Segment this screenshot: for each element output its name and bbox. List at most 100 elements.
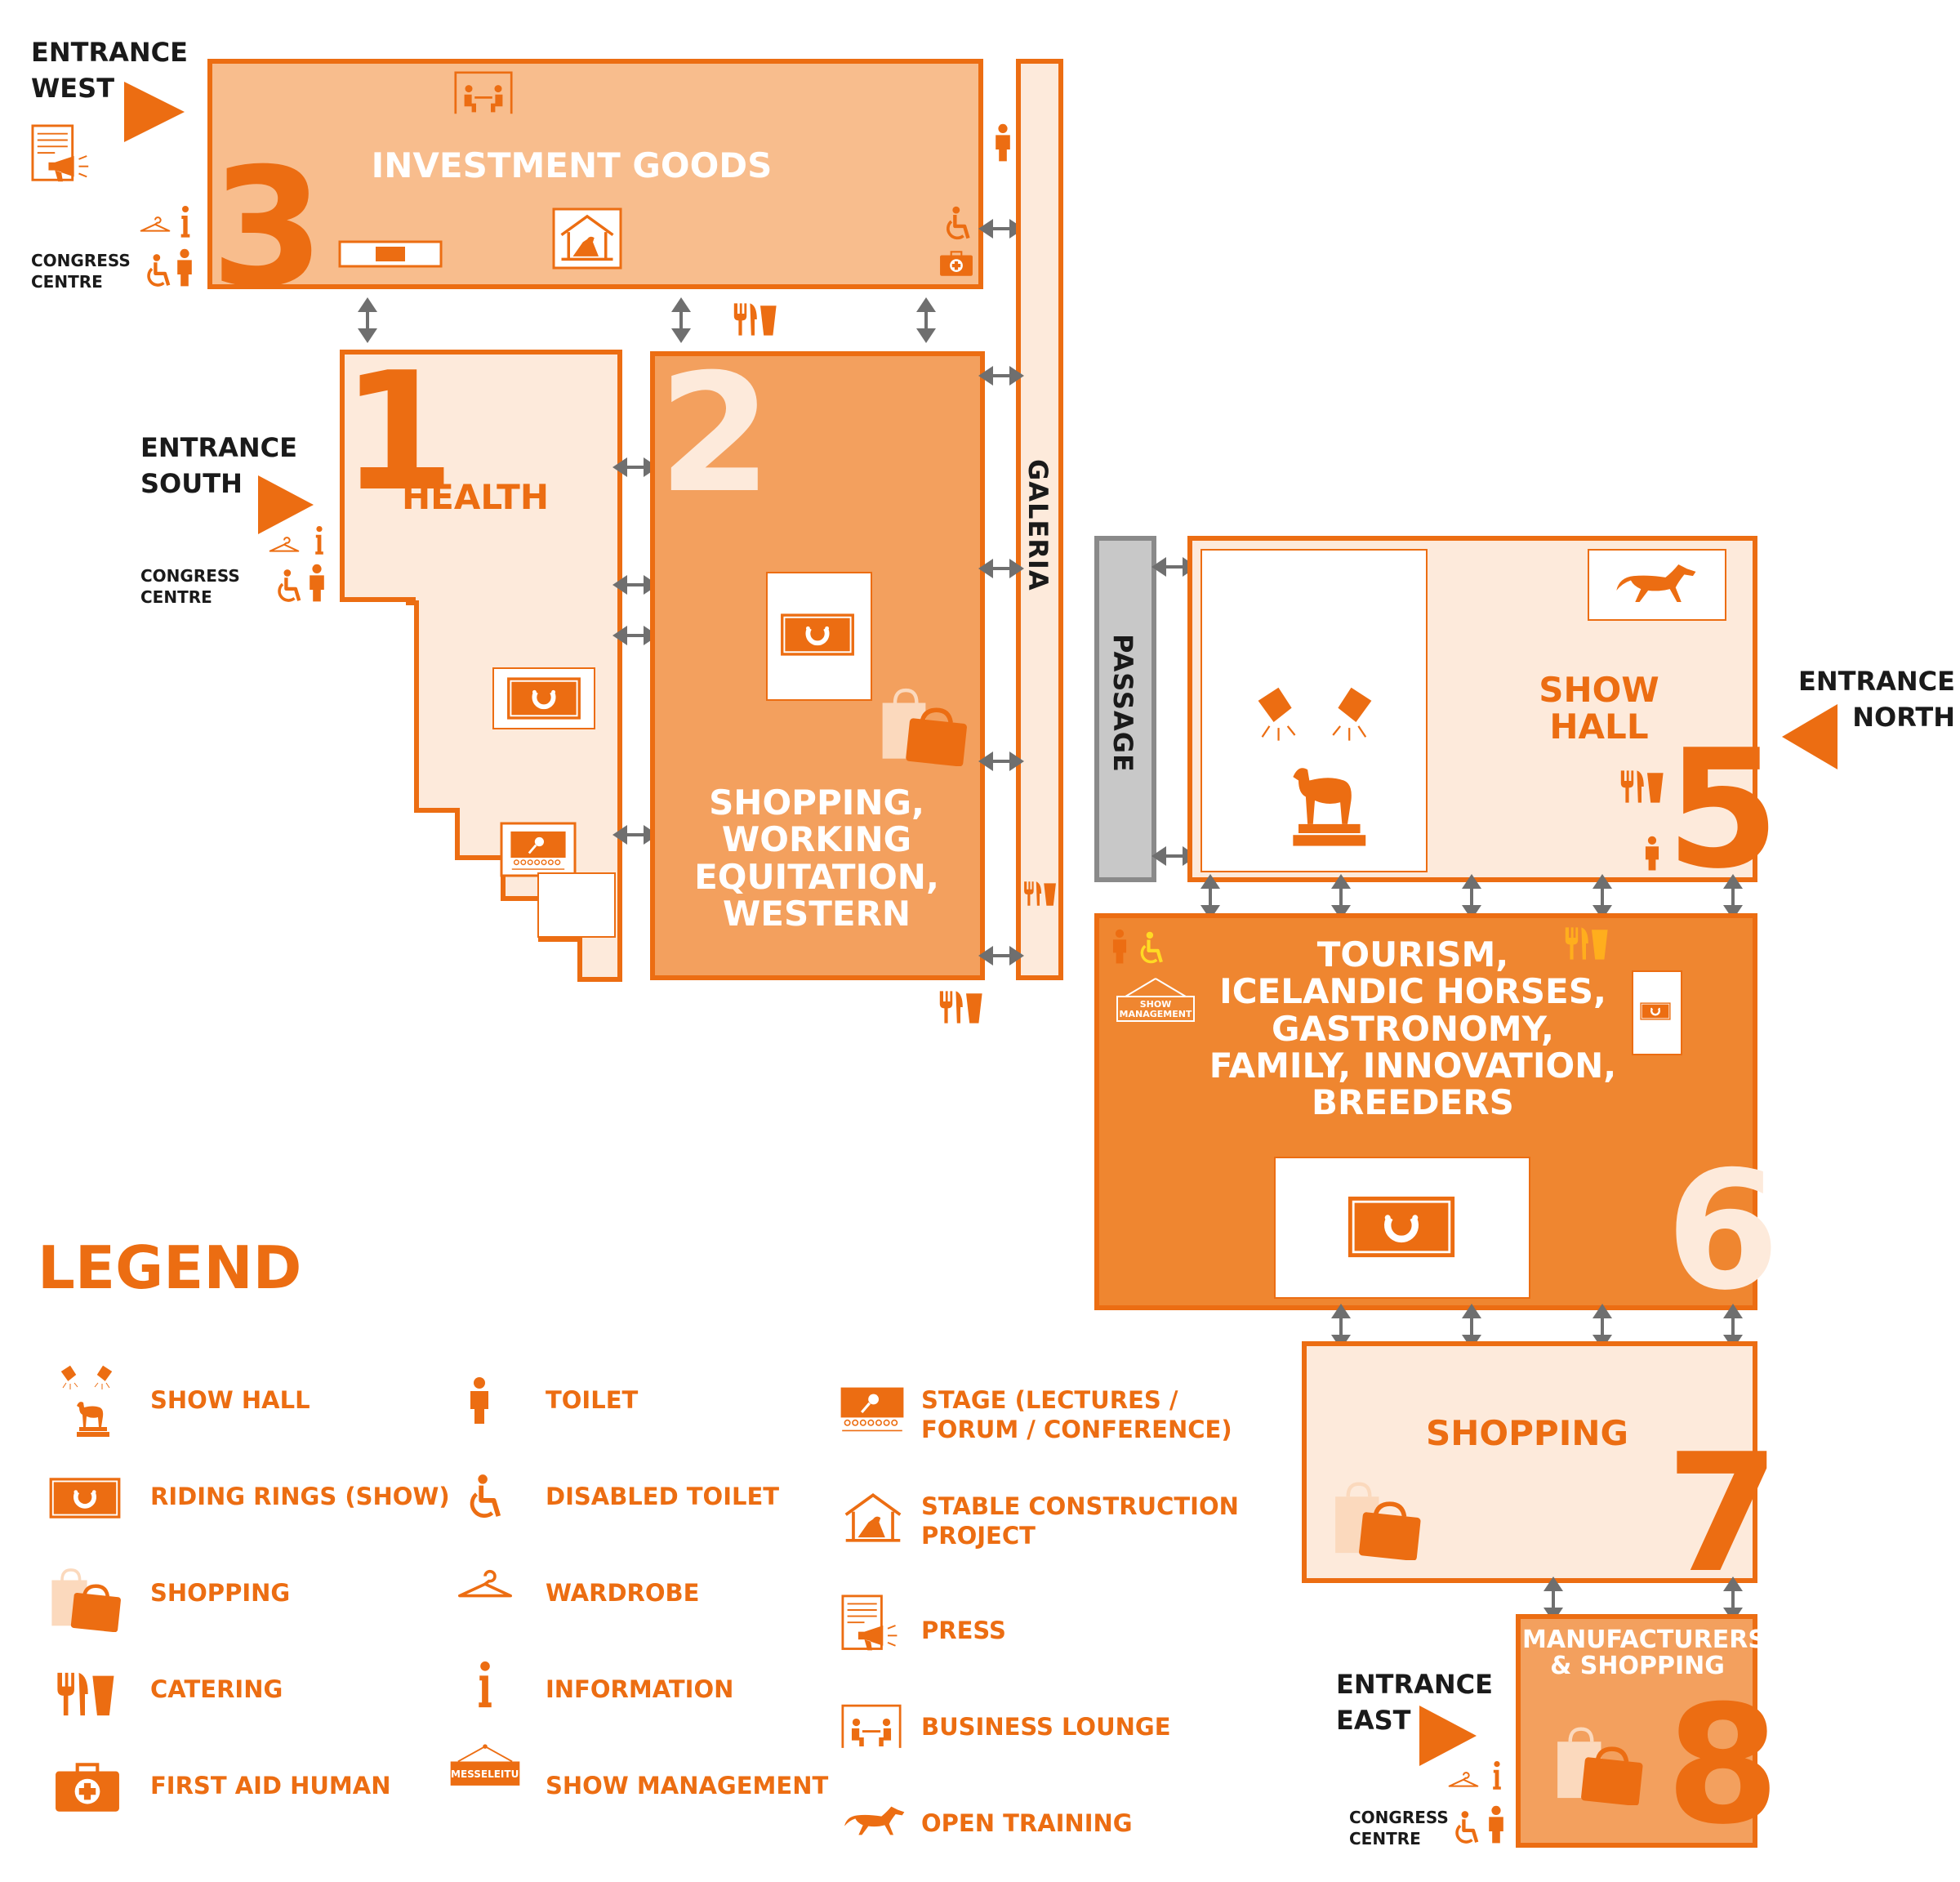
hall-3-number: 3: [211, 133, 325, 323]
hall-5-title: SHOW HALL: [1539, 670, 1659, 747]
first-aid-icon: [54, 1763, 121, 1813]
business-lounge-icon: [454, 71, 513, 115]
wardrobe-icon: [140, 216, 171, 232]
passage-label: PASSAGE: [1107, 634, 1138, 773]
toilet-icon: [470, 1377, 488, 1424]
riding-ring-icon: [1638, 1001, 1673, 1021]
information-icon: [315, 526, 323, 555]
passage[interactable]: [1094, 536, 1156, 882]
connector-2-galeria-c: [978, 751, 1024, 771]
disabled-toilet-icon: [466, 1474, 505, 1521]
legend-press: PRESS: [921, 1617, 1006, 1644]
legend-show-hall: SHOW HALL: [150, 1386, 310, 1414]
legend-stable: STABLE CONSTRUCTION PROJECT: [921, 1492, 1239, 1550]
toilet-icon: [1645, 836, 1659, 871]
press-icon: [31, 124, 90, 183]
catering-icon: [939, 991, 982, 1024]
show-management-sign: SHOW MANAGEMENT: [1119, 999, 1192, 1019]
catering-icon: [57, 1672, 114, 1716]
congress-centre-west-label: CONGRESS CENTRE: [31, 251, 131, 292]
entrance-west-arrow[interactable]: [124, 82, 185, 142]
legend-stage: STAGE (LECTURES / FORUM / CONFERENCE): [921, 1386, 1232, 1443]
information-icon: [1493, 1761, 1501, 1790]
toilet-icon: [310, 564, 324, 602]
entrance-west-label: ENTRANCE WEST: [31, 37, 188, 104]
shopping-bags-icon: [1550, 1724, 1645, 1805]
information-icon: [479, 1661, 492, 1708]
legend-toilet: TOILET: [546, 1386, 639, 1414]
catering-icon: [1024, 881, 1056, 906]
entrance-north-label: ENTRANCE NORTH: [1798, 666, 1955, 733]
show-hall-icon: [1255, 686, 1374, 847]
hall-6-number: 6: [1666, 1136, 1780, 1327]
shopping-bags-icon: [47, 1565, 121, 1632]
toilet-icon: [1489, 1805, 1503, 1844]
connector-2-galeria-b: [978, 559, 1024, 578]
information-icon: [180, 206, 190, 238]
legend-show-management: SHOW MANAGEMENT: [546, 1772, 829, 1799]
legend-open-training: OPEN TRAINING: [921, 1809, 1133, 1837]
legend-catering: CATERING: [150, 1675, 283, 1703]
connector-3-2b: [916, 297, 936, 343]
legend-business-lounge: BUSINESS LOUNGE: [921, 1713, 1171, 1741]
congress-centre-south-label: CONGRESS CENTRE: [140, 566, 240, 607]
toilet-icon: [177, 248, 192, 287]
wardrobe-icon: [1448, 1772, 1479, 1787]
riding-ring-icon: [1333, 1193, 1470, 1261]
catering-icon: [1565, 927, 1608, 960]
hall-1-label: HEALTH: [402, 477, 549, 517]
toilet-icon: [1112, 929, 1127, 964]
catering-icon: [733, 303, 777, 336]
hall-1-annex: [537, 872, 616, 938]
legend-disabled-toilet: DISABLED TOILET: [546, 1483, 780, 1510]
hall-8-number: 8: [1666, 1670, 1780, 1861]
legend-title: LEGEND: [38, 1233, 302, 1302]
connector-2-galeria-d: [978, 946, 1024, 966]
riding-ring-area: [1274, 1157, 1530, 1299]
first-aid-icon: [939, 251, 973, 277]
hall-2-number: 2: [658, 339, 773, 529]
disabled-toilet-icon: [942, 206, 973, 242]
wardrobe-icon: [269, 537, 300, 552]
disabled-toilet-icon: [1452, 1810, 1481, 1846]
shopping-bags-icon: [1328, 1478, 1423, 1560]
entrance-east-label: ENTRANCE EAST: [1336, 1669, 1493, 1736]
disabled-toilet-icon: [1137, 931, 1166, 966]
hall-8[interactable]: [1516, 1614, 1757, 1848]
galeria[interactable]: [1016, 59, 1063, 980]
hall-5-number: 5: [1666, 715, 1780, 905]
legend-first-aid: FIRST AID HUMAN: [150, 1772, 391, 1799]
entrance-south-arrow[interactable]: [258, 475, 314, 534]
horse-icon: [844, 1806, 905, 1835]
legend-information: INFORMATION: [546, 1675, 734, 1703]
entrance-east-arrow[interactable]: [1419, 1706, 1477, 1766]
hall-6-label: TOURISM, ICELANDIC HORSES, GASTRONOMY, F…: [1209, 934, 1617, 1123]
galeria-label: GALERIA: [1022, 459, 1054, 591]
stage-icon: [840, 1385, 905, 1433]
show-hall-icon: [60, 1364, 114, 1438]
stable-icon: [844, 1493, 902, 1542]
legend-riding-rings: RIDING RINGS (SHOW): [150, 1483, 450, 1510]
entrance-south-label: ENTRANCE SOUTH: [140, 432, 297, 499]
riding-ring-icon: [771, 611, 864, 658]
stage-icon: [338, 240, 443, 268]
connector-3-2a: [671, 297, 691, 343]
hall-2-label: SHOPPING, WORKING EQUITATION, WESTERN: [694, 783, 939, 934]
show-management-icon: [1116, 978, 1195, 1022]
entrance-north-arrow[interactable]: [1782, 704, 1838, 769]
press-icon: [841, 1594, 898, 1652]
disabled-toilet-icon: [144, 253, 173, 289]
riding-ring-icon: [41, 1475, 129, 1521]
catering-icon: [1620, 770, 1664, 803]
hall-3-label: INVESTMENT GOODS: [371, 145, 773, 185]
connector-3-1: [358, 297, 377, 343]
legend-show-management-sign: MESSELEITUNG: [451, 1768, 536, 1780]
shopping-bags-icon: [877, 685, 967, 766]
stable-icon: [552, 207, 622, 270]
business-lounge-icon: [841, 1704, 902, 1750]
stage-icon: [500, 822, 577, 877]
disabled-toilet-icon: [274, 569, 304, 604]
hall-7-label: SHOPPING: [1426, 1413, 1628, 1453]
hall-1-number: 1: [341, 337, 456, 528]
wardrobe-icon: [457, 1569, 513, 1598]
